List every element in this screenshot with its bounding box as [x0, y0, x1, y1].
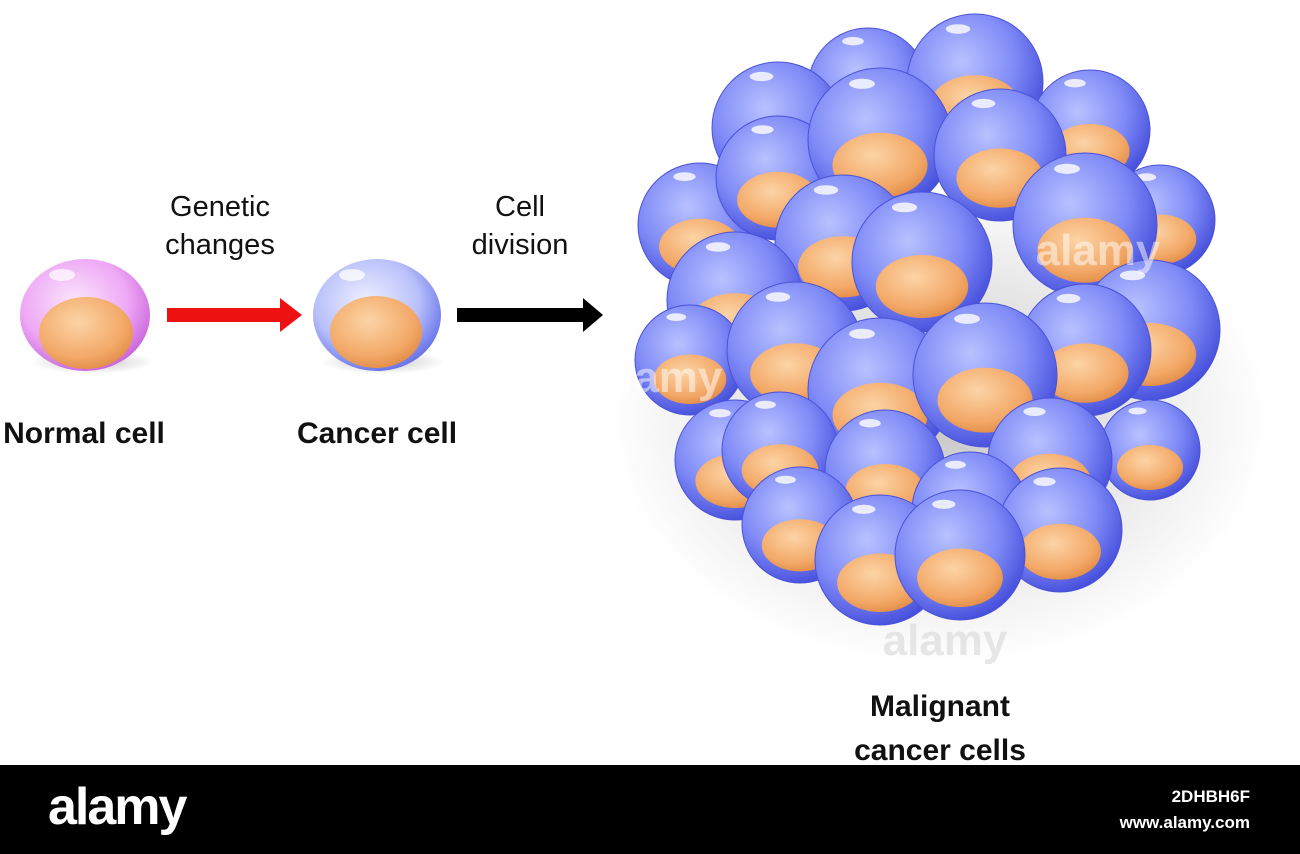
malignant-cell-highlight	[1119, 270, 1146, 281]
cancer-cell-highlight	[339, 269, 365, 281]
malignant-cell	[1099, 399, 1201, 501]
malignant-cell	[851, 191, 993, 333]
malignant-cell-highlight	[1023, 407, 1046, 416]
malignant-cell-nucleus	[653, 354, 727, 404]
genetic-changes-label-line1: Genetic	[170, 191, 270, 223]
cancer-cell	[313, 259, 445, 374]
normal-cell-label: Normal cell	[3, 417, 165, 450]
malignant-cell-highlight	[1054, 163, 1080, 174]
malignant-cell-highlight	[775, 475, 796, 484]
normal-cell-highlight	[49, 269, 75, 281]
malignant-cell-highlight	[813, 185, 839, 195]
malignant-cell-nucleus	[1117, 445, 1183, 490]
cell-diagram: Genetic changes Cell division Normal cel…	[3, 13, 1270, 765]
malignant-cell-highlight	[755, 400, 776, 409]
cell-division-label-line1: Cell	[495, 191, 545, 223]
footer-logo[interactable]: alamy	[48, 778, 187, 836]
malignant-cell-cluster	[610, 13, 1270, 665]
malignant-cell-highlight	[971, 98, 996, 109]
malignant-cell-highlight	[849, 328, 875, 339]
malignant-cell-highlight	[945, 460, 966, 469]
malignant-cell-highlight	[849, 78, 875, 89]
malignant-cell-highlight	[891, 202, 918, 213]
malignant-cell-highlight	[1056, 293, 1081, 304]
normal-cell-nucleus	[39, 297, 133, 369]
malignant-cell-highlight	[709, 409, 731, 418]
watermark-bottom: alamy	[883, 616, 1008, 665]
malignant-cell-nucleus	[1019, 523, 1101, 580]
malignant-cell-nucleus	[1037, 217, 1133, 283]
footer-bar: alamy 2DHBH6F www.alamy.com	[0, 765, 1300, 854]
malignant-cell-highlight	[1064, 79, 1086, 88]
watermark-left: alamy	[598, 353, 723, 402]
malignant-cell-highlight	[673, 172, 696, 181]
cancer-cell-nucleus	[330, 296, 422, 368]
malignant-cell	[997, 467, 1123, 593]
malignant-label-line1: Malignant	[870, 690, 1010, 723]
malignant-cell-highlight	[1136, 173, 1157, 181]
malignant-cell-highlight	[765, 292, 791, 302]
malignant-cell	[634, 304, 746, 416]
malignant-cell-highlight	[751, 125, 774, 134]
malignant-cell-highlight	[954, 313, 980, 324]
malignant-cell-nucleus	[1041, 343, 1129, 403]
footer-image-id: 2DHBH6F	[1171, 787, 1250, 806]
malignant-cell-nucleus	[917, 548, 1003, 607]
malignant-label-line2: cancer cells	[854, 734, 1026, 765]
cancer-cell-label: Cancer cell	[297, 417, 457, 450]
malignant-cell-highlight	[852, 504, 876, 514]
malignant-cell-nucleus	[875, 255, 969, 318]
malignant-cell-highlight	[859, 419, 881, 428]
cell-division-arrow	[457, 298, 603, 332]
genetic-changes-arrow	[167, 298, 302, 332]
watermark-top: alamy	[1036, 226, 1161, 275]
malignant-cell-highlight	[1033, 477, 1056, 486]
malignant-cell	[894, 489, 1026, 621]
malignant-cell-highlight	[1128, 407, 1147, 415]
malignant-cell-highlight	[705, 242, 731, 252]
genetic-changes-label-line2: changes	[165, 229, 275, 261]
malignant-cell-highlight	[932, 499, 956, 509]
cell-division-label-line2: division	[472, 229, 569, 261]
footer-url[interactable]: www.alamy.com	[1119, 813, 1250, 832]
malignant-cell-highlight	[749, 71, 774, 82]
malignant-cell-highlight	[842, 37, 864, 46]
malignant-cell-highlight	[666, 313, 687, 321]
normal-cell	[20, 259, 154, 374]
malignant-cell-highlight	[945, 24, 971, 34]
